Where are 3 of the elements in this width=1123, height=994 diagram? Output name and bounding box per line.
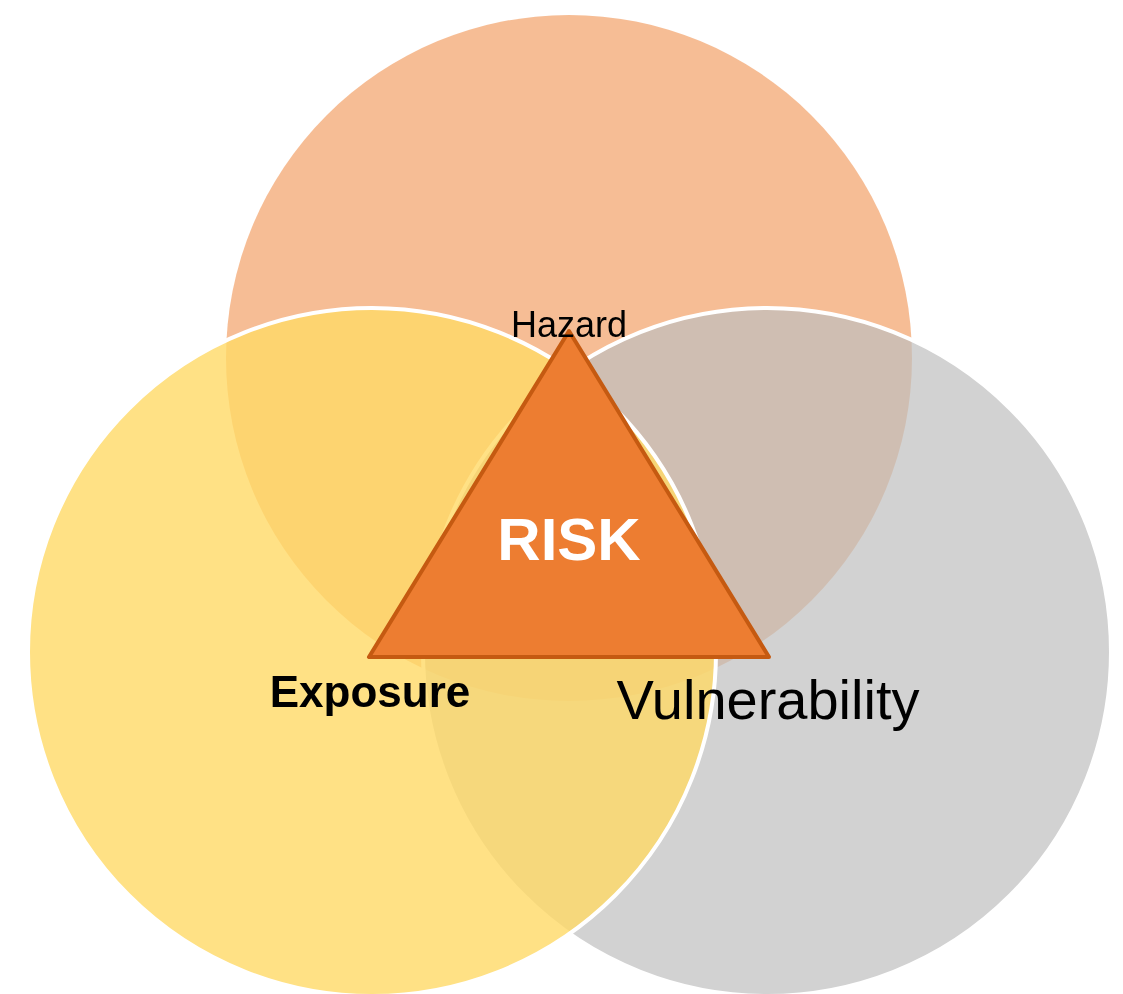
circle-label: Exposure bbox=[269, 670, 471, 714]
circle-label: Hazard bbox=[510, 307, 628, 343]
triangle-label: RISK bbox=[497, 510, 641, 570]
